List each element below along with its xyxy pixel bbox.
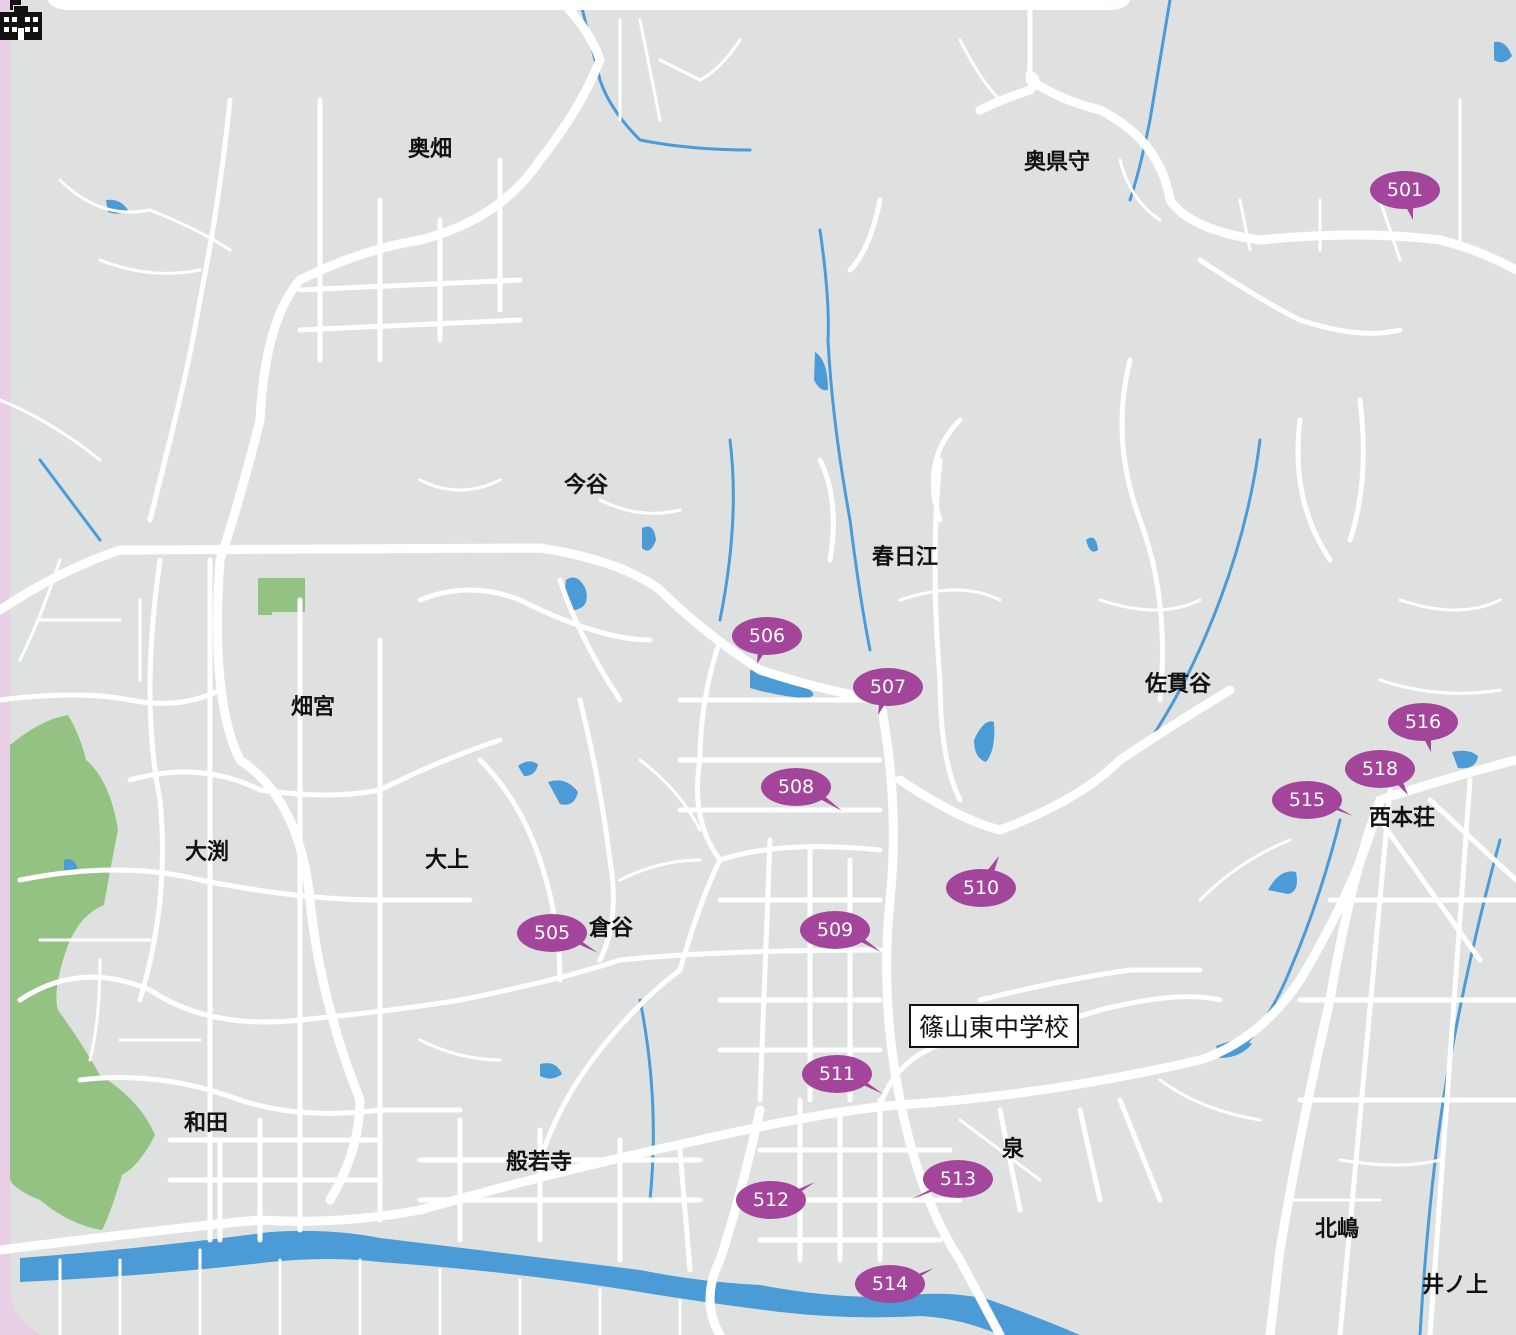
marker-number: 507 xyxy=(853,668,923,706)
marker-number: 501 xyxy=(1370,171,1440,209)
place-label-sanukidani: 佐貫谷 xyxy=(1144,672,1212,697)
place-label-kuratani: 倉谷 xyxy=(588,916,634,941)
map-marker-514[interactable]: 514 xyxy=(855,1265,934,1303)
park-area xyxy=(10,715,155,1230)
map-marker-515[interactable]: 515 xyxy=(1272,781,1353,819)
marker-number: 513 xyxy=(923,1160,993,1198)
lake xyxy=(974,721,995,762)
header-panel-edge xyxy=(48,0,1130,10)
map-marker-509[interactable]: 509 xyxy=(800,911,881,952)
marker-number: 518 xyxy=(1345,750,1415,788)
lake xyxy=(540,1063,562,1079)
place-label-obuchi: 大渕 xyxy=(184,840,230,865)
river xyxy=(20,1230,1080,1335)
map-marker-505[interactable]: 505 xyxy=(517,914,598,953)
lake xyxy=(814,352,828,391)
lake xyxy=(642,526,656,551)
place-label-hanyaji: 般若寺 xyxy=(505,1150,573,1175)
marker-number: 509 xyxy=(800,911,870,949)
map-marker-508[interactable]: 508 xyxy=(761,768,842,811)
place-label-wada: 和田 xyxy=(183,1111,229,1136)
map-marker-510[interactable]: 510 xyxy=(946,856,1016,907)
map-marker-511[interactable]: 511 xyxy=(802,1055,883,1094)
lake xyxy=(1086,537,1098,552)
park-area xyxy=(258,578,305,615)
map-marker-518[interactable]: 518 xyxy=(1345,750,1415,795)
marker-number: 505 xyxy=(517,914,587,952)
school-building-icon xyxy=(0,0,42,40)
map-marker-512[interactable]: 512 xyxy=(736,1181,815,1219)
map-marker-501[interactable]: 501 xyxy=(1370,171,1440,220)
marker-number: 514 xyxy=(855,1265,925,1303)
marker-number: 510 xyxy=(946,869,1016,907)
place-label-ogami: 大上 xyxy=(424,848,470,873)
marker-number: 506 xyxy=(732,617,802,655)
marker-number: 511 xyxy=(802,1055,872,1093)
map-marker-516[interactable]: 516 xyxy=(1388,703,1458,752)
marker-number: 508 xyxy=(761,768,831,806)
map-marker-513[interactable]: 513 xyxy=(912,1160,993,1199)
place-label-izumi: 泉 xyxy=(1001,1137,1025,1162)
lake xyxy=(548,780,578,805)
lake xyxy=(518,761,538,776)
place-label-kitajima: 北嶋 xyxy=(1314,1217,1360,1242)
marker-number: 516 xyxy=(1388,703,1458,741)
marker-number: 512 xyxy=(736,1181,806,1219)
place-label-okuagatamori: 奥県守 xyxy=(1023,150,1091,175)
place-label-kasugae: 春日江 xyxy=(871,545,939,570)
place-label-okuhata: 奥畑 xyxy=(407,137,453,162)
minor-roads xyxy=(0,18,1502,1335)
place-label-imatani: 今谷 xyxy=(563,473,609,498)
place-label-hatamiya: 畑宮 xyxy=(290,695,336,720)
lake xyxy=(750,670,814,698)
lake xyxy=(1494,41,1512,63)
place-label-inoue: 井ノ上 xyxy=(1421,1273,1489,1298)
lake xyxy=(1452,750,1478,769)
map-marker-507[interactable]: 507 xyxy=(853,668,923,715)
school-label[interactable]: 篠山東中学校 xyxy=(909,1004,1080,1048)
map-marker-506[interactable]: 506 xyxy=(732,617,802,664)
marker-number: 515 xyxy=(1272,781,1342,819)
lake xyxy=(1268,871,1297,894)
place-label-nishihonjo: 西本荘 xyxy=(1368,806,1436,831)
